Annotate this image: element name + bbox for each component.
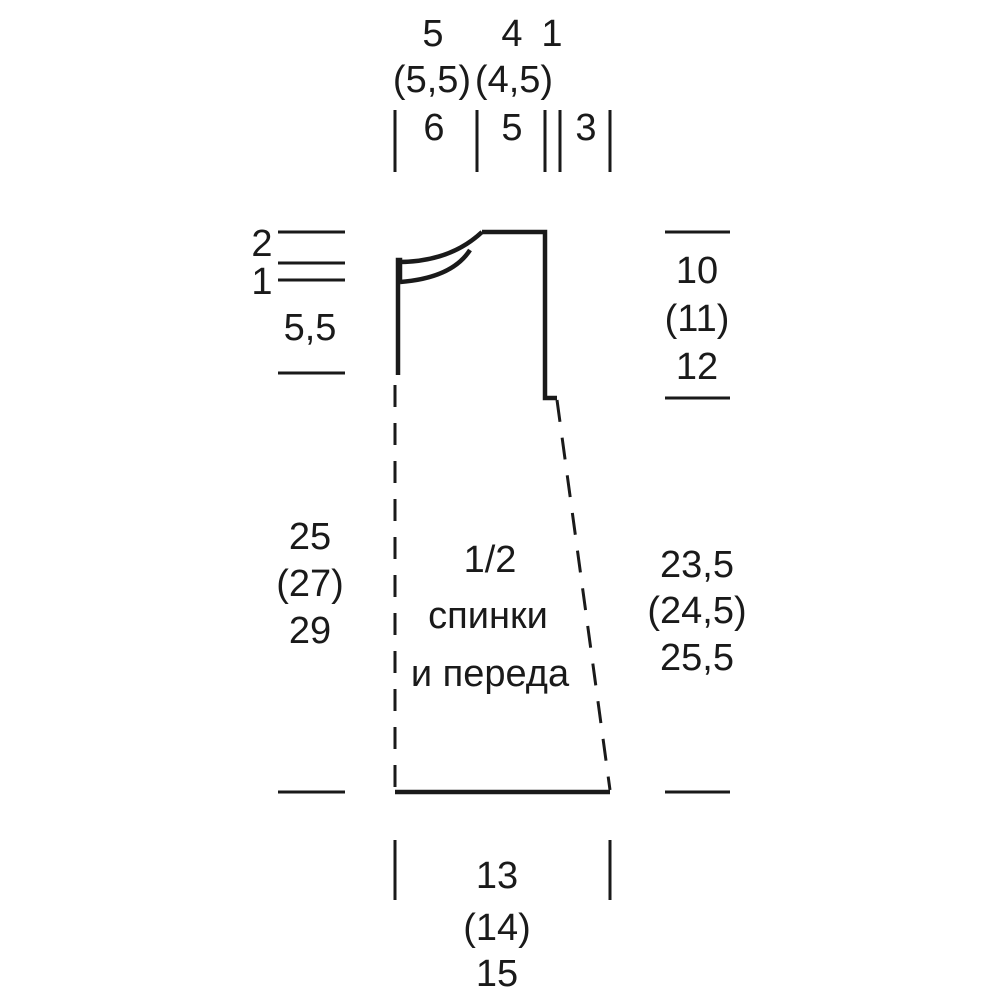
side-height-line2: (24,5) — [647, 590, 746, 632]
shoulder-width-line2: (4,5) — [475, 59, 553, 101]
neck-width-line3: 6 — [423, 107, 444, 149]
shoulder-width-line3: 5 — [501, 107, 522, 149]
right-dimension-ticks — [665, 230, 730, 794]
step-3-label: 3 — [575, 107, 596, 149]
piece-label: 1/2 спинки и переда — [411, 539, 570, 695]
neck-step-1-label: 1 — [251, 261, 272, 303]
shoulder-armhole-edge — [482, 229, 557, 401]
left-dimension-labels: 2 1 5,5 25 (27) 29 — [251, 223, 343, 652]
left-front-edge — [395, 257, 403, 375]
neck-curve-inner — [399, 248, 472, 285]
side-height-line3: 25,5 — [660, 637, 734, 679]
neck-depth-label: 5,5 — [284, 307, 337, 349]
left-dimension-ticks — [278, 230, 345, 794]
neck-step-2-label: 2 — [251, 223, 272, 265]
neck-width-line2: (5,5) — [393, 59, 471, 101]
shoulder-width-line1: 4 — [501, 13, 522, 55]
neck-width-line1: 5 — [422, 13, 443, 55]
bottom-dimension-labels: 13 (14) 15 — [463, 855, 531, 995]
armhole-height-line3: 12 — [676, 346, 718, 388]
hem-width-line3: 15 — [476, 953, 518, 995]
hem-width-line1: 13 — [476, 855, 518, 897]
side-seam-line — [555, 399, 612, 791]
step-1-label: 1 — [541, 13, 562, 55]
side-height-line1: 23,5 — [660, 544, 734, 586]
piece-label-line2: спинки — [428, 595, 548, 637]
right-dimension-labels: 10 (11) 12 23,5 (24,5) 25,5 — [647, 250, 746, 679]
armhole-height-line1: 10 — [676, 250, 718, 292]
lower-height-line2: (27) — [276, 563, 344, 605]
lower-height-line1: 25 — [289, 516, 331, 558]
piece-label-line3: и переда — [411, 653, 570, 695]
bottom-dimension-ticks — [393, 840, 612, 900]
lower-height-line3: 29 — [289, 610, 331, 652]
piece-label-line1: 1/2 — [464, 539, 517, 581]
armhole-height-line2: (11) — [665, 298, 730, 340]
top-dimension-labels: 5 (5,5) 6 4 (4,5) 5 1 3 — [393, 13, 597, 149]
top-dimension-ticks — [393, 110, 612, 172]
neck-curve-outer — [397, 230, 484, 265]
hem-width-line2: (14) — [463, 907, 531, 949]
garment-outline — [393, 229, 612, 795]
